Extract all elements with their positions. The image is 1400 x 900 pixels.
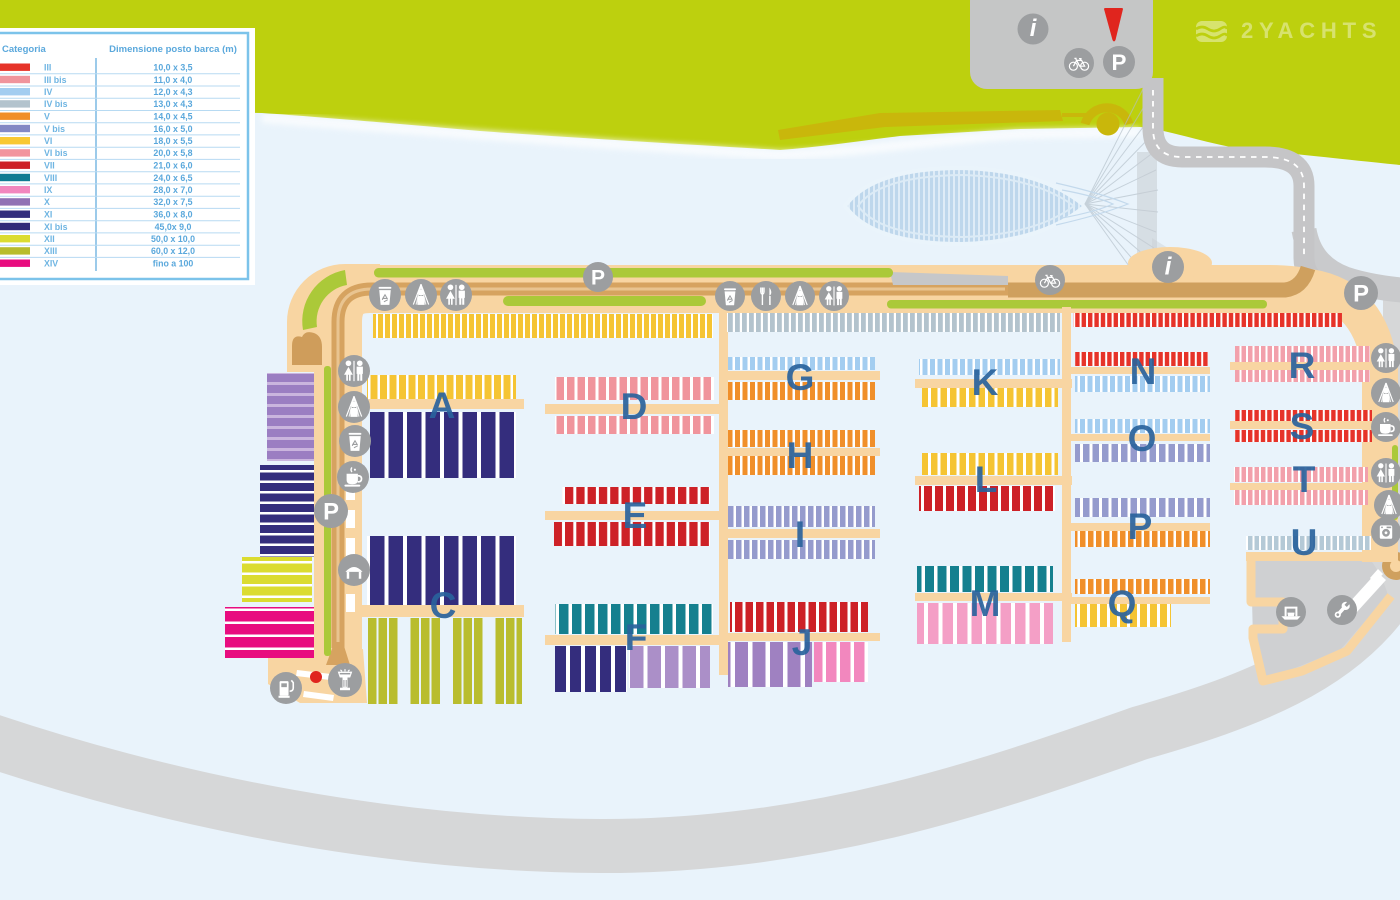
svg-text:I: I — [795, 514, 805, 555]
svg-text:C: C — [430, 585, 457, 626]
svg-text:K: K — [972, 362, 999, 403]
svg-text:18,0 x 5,5: 18,0 x 5,5 — [153, 136, 192, 146]
svg-text:24,0 x 6,5: 24,0 x 6,5 — [153, 173, 192, 183]
svg-text:13,0 x 4,3: 13,0 x 4,3 — [153, 99, 192, 109]
svg-text:36,0 x 8,0: 36,0 x 8,0 — [153, 210, 192, 220]
svg-text:V bis: V bis — [44, 124, 65, 134]
svg-text:VI bis: VI bis — [44, 148, 68, 158]
svg-text:Dimensione posto barca (m): Dimensione posto barca (m) — [109, 44, 237, 55]
svg-text:V: V — [44, 112, 50, 122]
svg-text:A: A — [429, 385, 456, 426]
svg-text:60,0 x 12,0: 60,0 x 12,0 — [151, 246, 195, 256]
svg-text:X: X — [44, 197, 50, 207]
svg-text:P: P — [323, 498, 339, 525]
svg-text:28,0 x 7,0: 28,0 x 7,0 — [153, 185, 192, 195]
svg-text:M: M — [970, 583, 1001, 624]
svg-text:F: F — [625, 617, 648, 658]
svg-text:E: E — [623, 495, 648, 536]
svg-text:XI bis: XI bis — [44, 222, 68, 232]
svg-text:L: L — [975, 459, 998, 500]
svg-text:20,0 x 5,8: 20,0 x 5,8 — [153, 148, 192, 158]
svg-text:XIV: XIV — [44, 259, 58, 269]
svg-text:i: i — [1165, 253, 1173, 280]
svg-text:21,0 x 6,0: 21,0 x 6,0 — [153, 161, 192, 171]
svg-text:Q: Q — [1108, 583, 1137, 624]
svg-text:O: O — [1128, 418, 1157, 459]
svg-text:11,0 x 4,0: 11,0 x 4,0 — [154, 75, 193, 85]
svg-text:14,0 x 4,5: 14,0 x 4,5 — [153, 112, 192, 122]
svg-text:S: S — [1290, 406, 1315, 447]
svg-text:12,0 x 4,3: 12,0 x 4,3 — [153, 87, 192, 97]
svg-text:III: III — [44, 63, 51, 73]
svg-text:16,0 x 5,0: 16,0 x 5,0 — [153, 124, 192, 134]
svg-text:i: i — [1030, 15, 1037, 42]
svg-text:H: H — [787, 435, 814, 476]
svg-text:IV: IV — [44, 87, 52, 97]
svg-text:VII: VII — [44, 161, 55, 171]
svg-text:IV bis: IV bis — [44, 99, 68, 109]
svg-text:Categoria: Categoria — [2, 44, 47, 55]
svg-text:XI: XI — [44, 210, 52, 220]
svg-text:P: P — [1112, 50, 1127, 75]
svg-text:10,0 x 3,5: 10,0 x 3,5 — [153, 63, 192, 73]
svg-text:VIII: VIII — [44, 173, 57, 183]
svg-text:P: P — [1353, 280, 1369, 307]
svg-text:D: D — [621, 386, 648, 427]
svg-text:U: U — [1291, 522, 1318, 563]
svg-text:XII: XII — [44, 234, 55, 244]
svg-text:P: P — [591, 267, 605, 290]
svg-text:2YACHTS: 2YACHTS — [1241, 18, 1383, 43]
svg-text:IX: IX — [44, 185, 52, 195]
svg-text:N: N — [1130, 351, 1157, 392]
svg-text:32,0 x 7,5: 32,0 x 7,5 — [153, 197, 192, 207]
svg-text:J: J — [792, 622, 813, 663]
svg-text:XIII: XIII — [44, 246, 57, 256]
svg-text:45,0x 9,0: 45,0x 9,0 — [155, 222, 192, 232]
svg-text:fino a 100: fino a 100 — [153, 259, 194, 269]
svg-text:50,0 x 10,0: 50,0 x 10,0 — [151, 234, 195, 244]
svg-text:R: R — [1289, 345, 1316, 386]
svg-text:T: T — [1293, 459, 1316, 500]
svg-text:P: P — [1128, 506, 1153, 547]
svg-text:VI: VI — [44, 136, 52, 146]
svg-text:G: G — [786, 357, 815, 398]
svg-text:III bis: III bis — [44, 75, 67, 85]
